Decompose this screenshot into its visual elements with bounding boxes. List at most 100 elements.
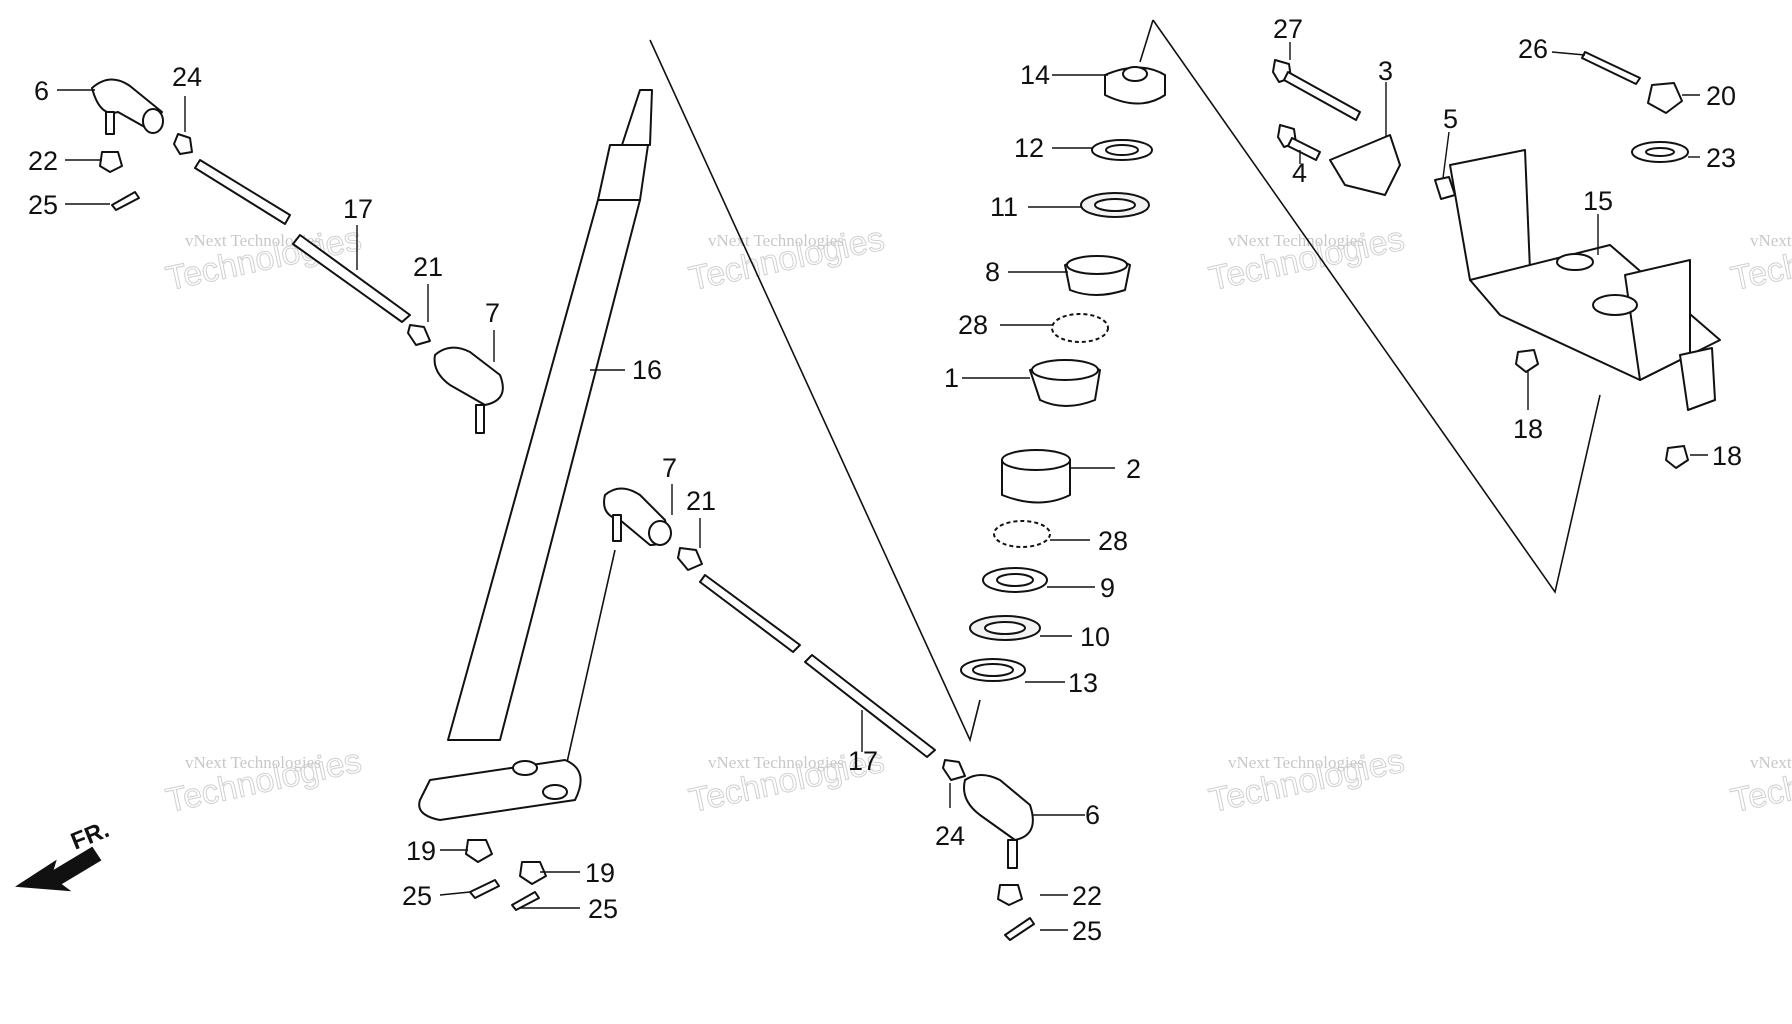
watermark: vNext Technologies Technologies [1727, 741, 1792, 820]
tie-rod-end-6-top-stud [105, 111, 115, 135]
watermark-small-text: vNext Technologies [708, 231, 844, 250]
lock-nut-21-lower [677, 547, 703, 571]
dust-seal-12-inner [1105, 144, 1139, 156]
callout-27: 27 [1273, 14, 1303, 44]
bearing-nut-14-hole [1122, 66, 1148, 82]
flange-nut-18-a [1515, 349, 1539, 373]
callout-6: 6 [1085, 800, 1100, 830]
castle-nut-19-left [465, 839, 493, 863]
watermark: vNext Technologies Technologies [162, 741, 365, 820]
lock-nut-24-lower [942, 759, 966, 781]
holder-hole-large [1592, 294, 1638, 316]
castle-nut-20 [1647, 82, 1683, 114]
lock-nut-21-top [407, 324, 431, 346]
watermark-small-text: vNext Technologies [1750, 753, 1792, 772]
callout-24: 24 [935, 821, 965, 851]
callout-13: 13 [1068, 668, 1098, 698]
washer-13-inner [972, 663, 1014, 677]
callout-17: 17 [343, 194, 373, 224]
clamp-3 [1329, 134, 1401, 196]
steel-balls-28-top [1051, 313, 1109, 343]
leader-lines [57, 42, 1708, 931]
washer-23-inner [1645, 147, 1675, 157]
callout-16: 16 [632, 355, 662, 385]
bearing-race-9-inner [996, 573, 1034, 587]
cotter-pin-25-d [1004, 917, 1035, 941]
holder-hardware [1272, 51, 1689, 200]
callout-11: 11 [990, 192, 1018, 222]
callout-25: 25 [28, 190, 58, 220]
holder-frame-line [1152, 19, 1601, 594]
steel-balls-28-bottom [993, 520, 1051, 548]
tie-rod-17-top-inner [194, 159, 291, 225]
steering-holder [1449, 149, 1721, 469]
holder-frame-line-top [1139, 19, 1154, 63]
assembly-lines [562, 19, 1601, 781]
tie-rod-end-6-top-eye [142, 108, 164, 134]
arm-hardware [111, 191, 1035, 941]
arm-hole [542, 784, 568, 800]
tie-rod-end-6-lower [963, 774, 1034, 841]
callouts: 6 24 22 25 17 21 7 16 7 21 17 24 6 22 25… [28, 14, 1742, 946]
tie-rod-17-top-outer [292, 234, 411, 323]
callout-24: 24 [172, 62, 202, 92]
callout-7: 7 [662, 453, 677, 483]
callout-3: 3 [1378, 56, 1393, 86]
tie-rod-end-7-lower-stud [612, 514, 622, 542]
castle-nut-19-right [519, 861, 547, 885]
watermark: vNext Technologies Technologies [685, 219, 888, 298]
callout-28: 28 [1098, 526, 1128, 556]
watermark-small-text: vNext Technologies [708, 753, 844, 772]
watermark-small-text: vNext Technologies [1228, 753, 1364, 772]
arm-hole [512, 760, 538, 776]
tie-rod-17-lower-outer [804, 654, 936, 758]
front-direction-indicator: FR. [14, 816, 113, 892]
watermark: vNext Technologies Technologies [1727, 219, 1792, 298]
tie-rod-17-lower-inner [699, 574, 801, 653]
shaft-spline [597, 144, 649, 201]
watermark-small-text: vNext Technologies [185, 753, 321, 772]
watermark-small-text: vNext Technologies [1750, 231, 1792, 250]
shaft-bearing-frame-line [649, 39, 981, 743]
steering-shaft [418, 89, 653, 821]
callout-25: 25 [588, 894, 618, 924]
callout-7: 7 [485, 298, 500, 328]
steering-arm-plate [418, 759, 582, 821]
bearing-cone-8-top [1066, 255, 1128, 275]
callout-5: 5 [1443, 104, 1458, 134]
bolt-4-shank [1287, 137, 1321, 161]
callout-25: 25 [402, 881, 432, 911]
watermark-small-text: vNext Technologies [185, 231, 321, 250]
callout-8: 8 [985, 257, 1000, 287]
tie-rod-end-7-top-stud [475, 404, 485, 434]
callout-21: 21 [686, 486, 716, 516]
bearing-race-2-top [1001, 449, 1071, 471]
watermark-small-text: vNext Technologies [1228, 231, 1364, 250]
bearing-race-1-top [1031, 359, 1099, 381]
callout-17: 17 [848, 746, 878, 776]
cotter-pin-25-b [511, 891, 540, 911]
callout-18: 18 [1712, 441, 1742, 471]
castle-nut-22-lower [997, 884, 1023, 906]
callout-28: 28 [958, 310, 988, 340]
callout-26: 26 [1518, 34, 1548, 64]
callout-20: 20 [1706, 81, 1736, 111]
tie-rod-end-7-lower-eye [648, 520, 672, 546]
dust-seal-10-inner [984, 621, 1026, 635]
lock-nut-24-top [173, 133, 193, 155]
callout-25: 25 [1072, 916, 1102, 946]
holder-left-tower [1449, 149, 1531, 281]
callout-18: 18 [1513, 414, 1543, 444]
bearing-stack [960, 66, 1166, 682]
holder-hole [1556, 253, 1594, 271]
left-tie-rod-assembly [91, 78, 504, 434]
callout-19: 19 [585, 858, 615, 888]
cotter-pin-26 [1581, 51, 1641, 85]
front-arrow-icon [14, 846, 102, 892]
callout-22: 22 [28, 146, 58, 176]
tie-rod-end-7-top [433, 346, 504, 406]
bolt-27-shank [1283, 71, 1361, 121]
front-direction-label: FR. [67, 816, 113, 856]
watermark: vNext Technologies Technologies [1205, 741, 1408, 820]
holder-bracket [1679, 347, 1716, 411]
